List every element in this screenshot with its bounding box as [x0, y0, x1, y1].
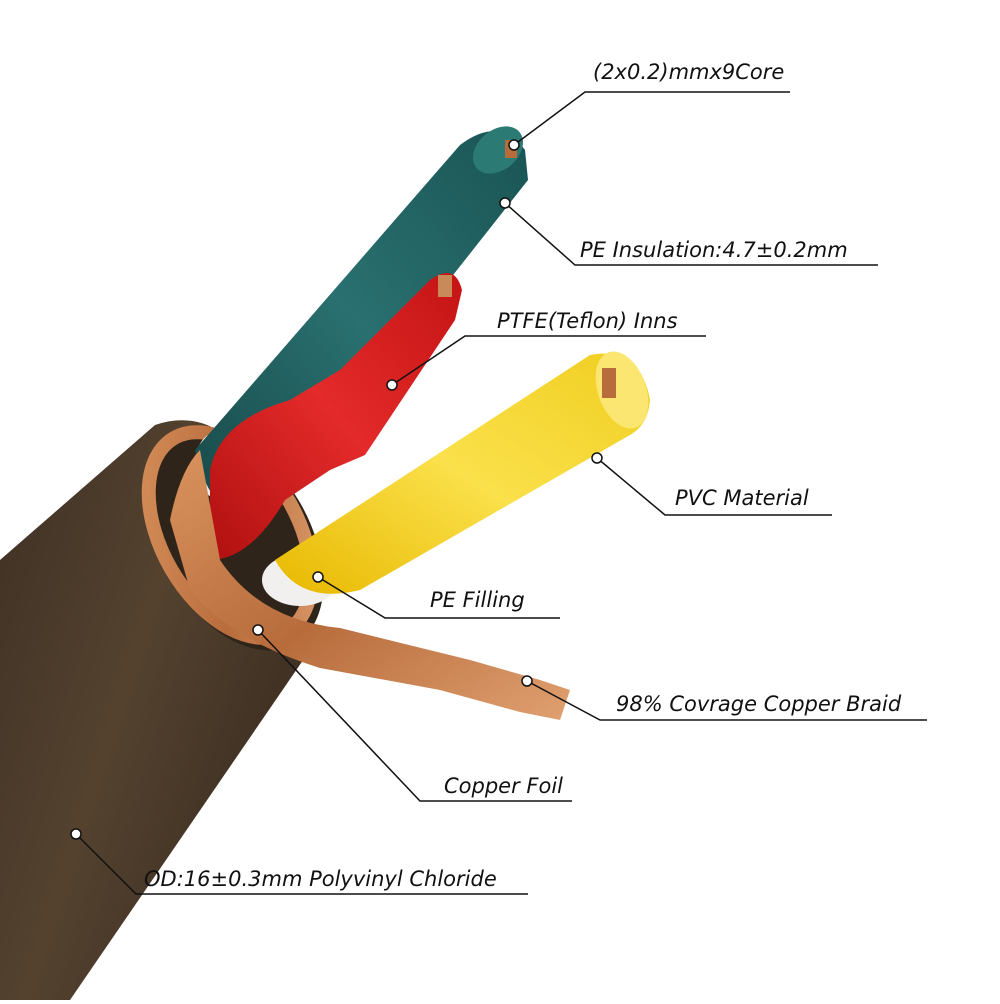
leader-pe-filling: [317, 576, 560, 619]
dot-conductor: [508, 139, 520, 151]
teal-core-tip: [472, 126, 524, 174]
leader-dots: [70, 139, 603, 840]
leader-lines: [75, 91, 927, 895]
copper-braid: [170, 450, 570, 720]
leader-outer-jacket: [75, 833, 528, 895]
label-ptfe: PTFE(Teflon) Inns: [497, 309, 678, 333]
leader-copper-foil: [257, 629, 572, 802]
leader-pe-insulation: [504, 202, 878, 266]
red-core: [210, 272, 462, 560]
leader-pvc: [596, 457, 832, 516]
dot-copper-foil: [252, 624, 264, 636]
label-pe-insulation: PE Insulation:4.7±0.2mm: [580, 238, 848, 262]
label-outer-jacket: OD:16±0.3mm Polyvinyl Chloride: [144, 867, 497, 891]
dot-ptfe: [386, 379, 398, 391]
leader-copper-braid: [526, 680, 927, 721]
label-pe-filling: PE Filling: [430, 588, 525, 612]
dot-copper-braid: [521, 675, 533, 687]
dot-pe-insulation: [499, 197, 511, 209]
yellow-core: [275, 353, 650, 594]
dot-pvc: [591, 452, 603, 464]
red-conductor: [438, 275, 452, 297]
label-copper-braid: 98% Covrage Copper Braid: [616, 692, 902, 716]
label-conductor: (2x0.2)mmx9Core: [593, 60, 785, 84]
dot-pe-filling: [312, 571, 324, 583]
leader-ptfe: [391, 335, 706, 386]
label-pvc-material: PVC Material: [675, 486, 809, 510]
label-copper-foil: Copper Foil: [444, 774, 563, 798]
dot-outer-jacket: [70, 828, 82, 840]
leader-conductor: [513, 91, 790, 146]
yellow-conductor: [602, 368, 616, 398]
